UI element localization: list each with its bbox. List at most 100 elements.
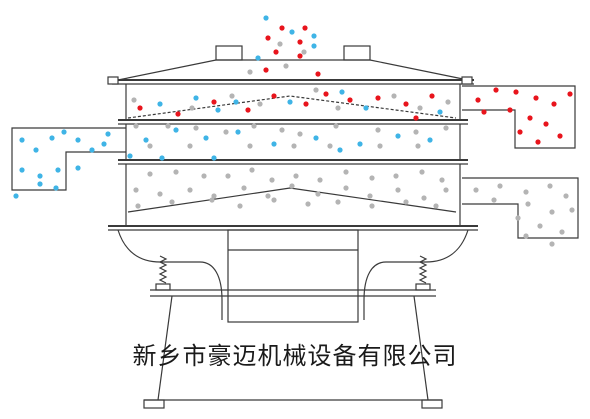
particle	[313, 87, 319, 93]
particle	[367, 193, 373, 199]
base-frame	[108, 225, 478, 409]
particle	[403, 199, 409, 205]
particle	[265, 193, 271, 199]
particle	[19, 167, 25, 173]
particle	[357, 141, 363, 147]
particle	[211, 193, 217, 199]
particle	[263, 15, 269, 21]
particle	[327, 143, 333, 149]
top-cover	[107, 59, 474, 85]
particle	[569, 207, 575, 213]
sieve-layer-3	[125, 164, 461, 226]
particle	[133, 123, 139, 129]
particle	[289, 29, 295, 35]
particle	[311, 33, 317, 39]
particle	[417, 105, 423, 111]
particle	[229, 93, 235, 99]
particle	[393, 173, 399, 179]
particle	[333, 123, 339, 129]
particle	[245, 107, 251, 113]
particle	[543, 121, 549, 127]
particle	[533, 95, 539, 101]
particle	[369, 203, 375, 209]
coarse-outlet-chute	[462, 85, 576, 149]
particle	[165, 123, 171, 129]
particle	[209, 197, 215, 203]
particle	[159, 155, 165, 161]
particle	[415, 143, 421, 149]
particle	[89, 147, 95, 153]
particle	[429, 93, 435, 99]
particle	[343, 185, 349, 191]
particle	[137, 105, 143, 111]
sieve-layer-1	[118, 84, 468, 125]
particle	[101, 141, 107, 147]
particle	[33, 147, 39, 153]
particle	[53, 185, 59, 191]
particle	[271, 93, 277, 99]
particle	[375, 127, 381, 133]
particle	[549, 241, 555, 247]
particle	[337, 147, 343, 153]
particle	[443, 187, 449, 193]
particle	[491, 197, 497, 203]
medium-particles	[13, 15, 443, 199]
particle	[75, 137, 81, 143]
particle	[315, 71, 321, 77]
particle	[395, 187, 401, 193]
particle	[189, 105, 195, 111]
particle	[527, 115, 533, 121]
particle	[293, 173, 299, 179]
particle	[547, 183, 553, 189]
particle	[269, 177, 275, 183]
particle	[391, 93, 397, 99]
particle	[211, 99, 217, 105]
particle	[127, 153, 133, 159]
particle	[303, 101, 309, 107]
particle	[291, 143, 297, 149]
particle	[497, 183, 503, 189]
particle	[147, 171, 153, 177]
coarse-particles	[137, 25, 573, 145]
particle	[135, 203, 141, 209]
particle	[413, 115, 419, 121]
particle	[443, 125, 449, 131]
top-feed-inlet	[215, 45, 371, 61]
particle	[235, 129, 241, 135]
particle	[445, 99, 451, 105]
particle	[297, 53, 303, 59]
particle	[563, 193, 569, 199]
particle	[551, 101, 557, 107]
medium-outlet-chute	[11, 127, 126, 191]
particle	[193, 125, 199, 131]
particle	[439, 177, 445, 183]
particle	[143, 137, 149, 143]
particle	[513, 89, 519, 95]
particle	[301, 49, 307, 55]
particle	[421, 195, 427, 201]
particle	[427, 137, 433, 143]
particle	[263, 67, 269, 73]
particle	[335, 199, 341, 205]
particle	[375, 95, 381, 101]
particle	[507, 107, 513, 113]
particle	[237, 203, 243, 209]
particle	[273, 49, 279, 55]
particle	[525, 201, 531, 207]
particle	[369, 175, 375, 181]
particle	[223, 129, 229, 135]
particle	[363, 105, 369, 111]
particle	[175, 111, 181, 117]
particle	[133, 187, 139, 193]
particle	[249, 167, 255, 173]
particle	[315, 191, 321, 197]
particle	[323, 91, 329, 97]
particle	[157, 101, 163, 107]
particle	[37, 173, 43, 179]
particle	[19, 137, 25, 143]
particle	[193, 95, 199, 101]
particle	[13, 193, 19, 199]
particle	[279, 127, 285, 133]
particle	[493, 87, 499, 93]
